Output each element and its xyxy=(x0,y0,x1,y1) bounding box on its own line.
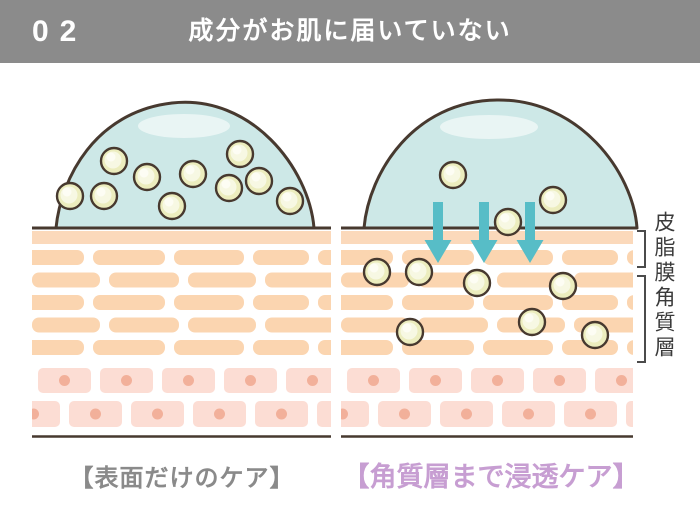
stratum-corneum-bracket xyxy=(637,275,646,363)
droplet-shine-icon xyxy=(138,114,230,138)
penetration-arrows xyxy=(424,202,544,263)
droplet-right xyxy=(362,98,639,237)
stratum-corneum-label: 角質層 xyxy=(652,286,675,361)
sebum-film-bracket xyxy=(637,230,646,268)
droplet-shine-icon xyxy=(440,115,538,139)
skin-layers-left xyxy=(32,226,331,438)
arrow-down-icon xyxy=(470,202,498,263)
arrow-down-icon xyxy=(424,202,452,263)
sebum-film-label: 皮脂膜 xyxy=(652,211,675,286)
arrow-down-icon xyxy=(516,202,544,263)
droplet-right-body xyxy=(362,98,639,230)
step-number: 02 xyxy=(32,15,88,48)
caption-surface-care: 【表面だけのケア】 xyxy=(69,465,295,492)
caption-penetrating-care: 【角質層まで浸透ケア】 xyxy=(342,462,640,492)
header-bar: 02 成分がお肌に届いていない xyxy=(0,0,700,63)
droplet-left xyxy=(54,100,316,230)
page-title: 成分がお肌に届いていない xyxy=(188,17,512,45)
